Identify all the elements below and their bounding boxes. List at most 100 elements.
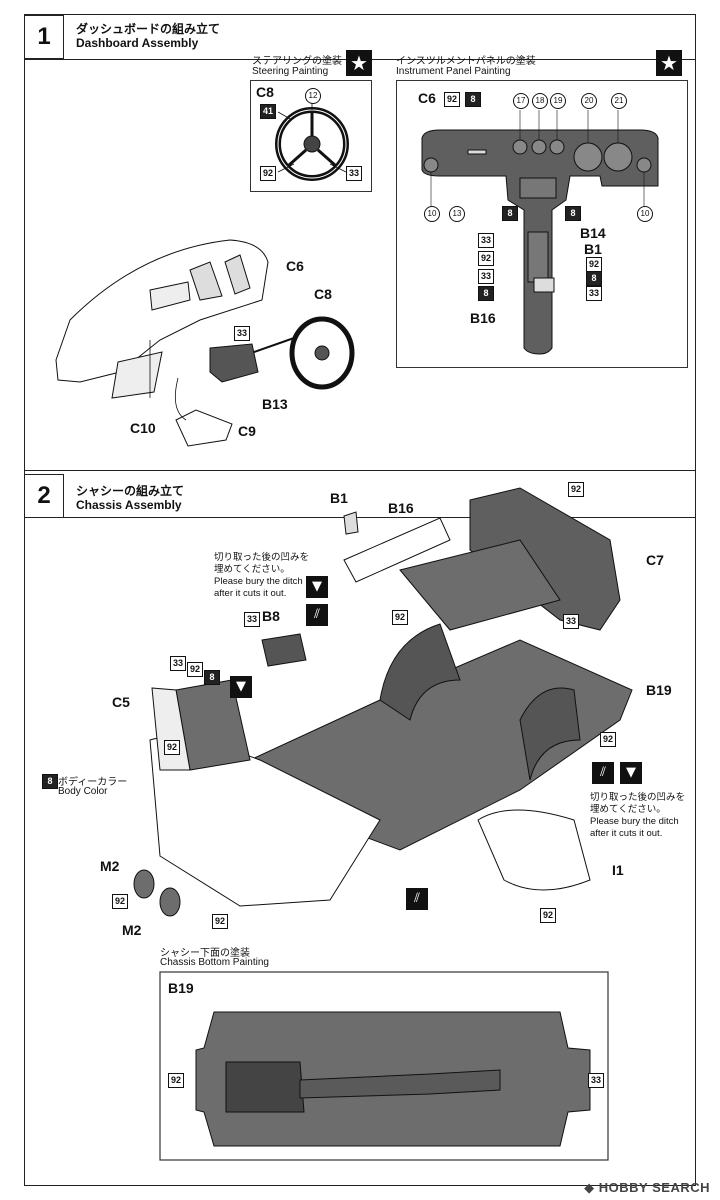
color-code-box: 33	[588, 1073, 604, 1088]
step2-title-en: Chassis Assembly	[76, 498, 182, 512]
sand-file-icon: ⫽	[406, 888, 428, 910]
color-code-box: 92	[164, 740, 180, 755]
color-code-box: 33	[170, 656, 186, 671]
color-code-circle: 20	[581, 93, 597, 109]
color-code-box: 8	[565, 206, 581, 221]
note-en-line2: after it cuts it out.	[214, 588, 287, 599]
instrument-panel-drawing	[421, 110, 659, 355]
steering-wheel-drawing	[275, 100, 349, 181]
color-code-box: 33	[586, 286, 602, 301]
part-c10: C10	[130, 420, 156, 436]
part-b8: B8	[262, 608, 280, 624]
color-code-box: 8	[465, 92, 481, 107]
watermark-text: HOBBY SEARCH	[598, 1180, 710, 1195]
chassis-bottom-drawing	[159, 971, 609, 1161]
note-en-line1: Please bury the ditch	[214, 576, 303, 587]
step2-number: 2	[24, 474, 64, 518]
hobby-search-logo-icon: ◆	[584, 1180, 599, 1195]
note-fill-ditch-left: 切り取った後の凹みを 埋めてください。 Please bury the ditc…	[214, 552, 309, 600]
instruction-frame	[24, 14, 696, 1186]
bottom-title-en: Chassis Bottom Painting	[160, 957, 269, 968]
panel-title-en: Instrument Panel Painting	[396, 66, 511, 77]
part-b1: B1	[330, 490, 348, 506]
step2-divider	[24, 470, 696, 471]
color-code-box: 92	[212, 914, 228, 929]
panel-part-b16: B16	[470, 310, 496, 326]
step2-header-line	[24, 517, 696, 518]
steering-title-en: Steering Painting	[252, 66, 329, 77]
bottom-part-b19: B19	[168, 980, 194, 996]
part-b13: B13	[262, 396, 288, 412]
fill-putty-icon: ▼	[306, 576, 328, 598]
panel-part-b1: B1	[584, 241, 602, 257]
color-code-circle: 10	[637, 206, 653, 222]
step1-title-en: Dashboard Assembly	[76, 36, 199, 50]
steering-part-c8: C8	[256, 84, 274, 100]
color-code-box: 92	[540, 908, 556, 923]
note-jp-line2: 埋めてください。	[214, 564, 290, 575]
color-code-box: 41	[260, 104, 276, 119]
part-m2: M2	[122, 922, 142, 938]
color-code-box: 33	[244, 612, 260, 627]
color-code-box: 92	[568, 482, 584, 497]
color-code-box: 8	[586, 271, 602, 286]
body-color-en: Body Color	[58, 786, 108, 797]
note-fill-ditch-right: 切り取った後の凹みを 埋めてください。 Please bury the ditc…	[590, 792, 685, 840]
star-icon: ★	[346, 50, 372, 76]
color-code-box: 8	[204, 670, 220, 685]
part-c9: C9	[238, 423, 256, 439]
watermark: ◆ HOBBY SEARCH	[584, 1180, 710, 1196]
panel-part-b14: B14	[580, 225, 606, 241]
panel-part-c6: C6	[418, 90, 436, 106]
body-color-box: 8	[42, 774, 58, 789]
sand-file-icon: ⫽	[306, 604, 328, 626]
part-c8: C8	[314, 286, 332, 302]
step2-title-jp: シャシーの組み立て	[76, 484, 185, 498]
sand-file-icon: ⫽	[592, 762, 614, 784]
fill-putty-icon: ▼	[620, 762, 642, 784]
star-icon: ★	[656, 50, 682, 76]
steering-title-jp: ステアリングの塗装	[252, 56, 342, 67]
note-jp-line1: 切り取った後の凹みを	[214, 552, 310, 563]
color-code-circle: 19	[550, 93, 566, 109]
color-code-box: 92	[586, 257, 602, 272]
bottom-title-jp: シャシー下面の塗装	[160, 948, 250, 959]
color-code-circle: 17	[513, 93, 529, 109]
color-code-box: 33	[234, 326, 250, 341]
part-c7: C7	[646, 552, 664, 568]
part-c6: C6	[286, 258, 304, 274]
dashboard-drawing	[55, 239, 355, 447]
body-color-jp: ボディーカラー	[58, 777, 128, 788]
color-code-circle: 18	[532, 93, 548, 109]
step1-number: 1	[24, 15, 64, 59]
color-code-box: 92	[168, 1073, 184, 1088]
color-code-box: 8	[478, 286, 494, 301]
color-code-box: 33	[346, 166, 362, 181]
chassis-drawing	[133, 487, 633, 917]
panel-title-jp: インスツルメントパネルの塗装	[396, 56, 536, 67]
step1-title-jp: ダッシュボードの組み立て	[76, 22, 221, 36]
part-c5: C5	[112, 694, 130, 710]
color-code-box: 92	[260, 166, 276, 181]
color-code-box: 92	[600, 732, 616, 747]
color-code-circle: 13	[449, 206, 465, 222]
color-code-circle: 21	[611, 93, 627, 109]
color-code-circle: 10	[424, 206, 440, 222]
color-code-box: 33	[478, 269, 494, 284]
color-code-box: 33	[563, 614, 579, 629]
note-jp-line1: 切り取った後の凹みを	[590, 792, 686, 803]
fill-putty-icon: ▼	[230, 676, 252, 698]
color-code-box: 92	[444, 92, 460, 107]
part-b16: B16	[388, 500, 414, 516]
color-code-box: 92	[478, 251, 494, 266]
note-en-line2: after it cuts it out.	[590, 828, 663, 839]
color-code-box: 33	[478, 233, 494, 248]
part-b19: B19	[646, 682, 672, 698]
part-m2: M2	[100, 858, 120, 874]
color-code-circle: 12	[305, 88, 321, 104]
color-code-box: 92	[187, 662, 203, 677]
note-en-line1: Please bury the ditch	[590, 816, 679, 827]
color-code-box: 8	[502, 206, 518, 221]
color-code-box: 92	[112, 894, 128, 909]
